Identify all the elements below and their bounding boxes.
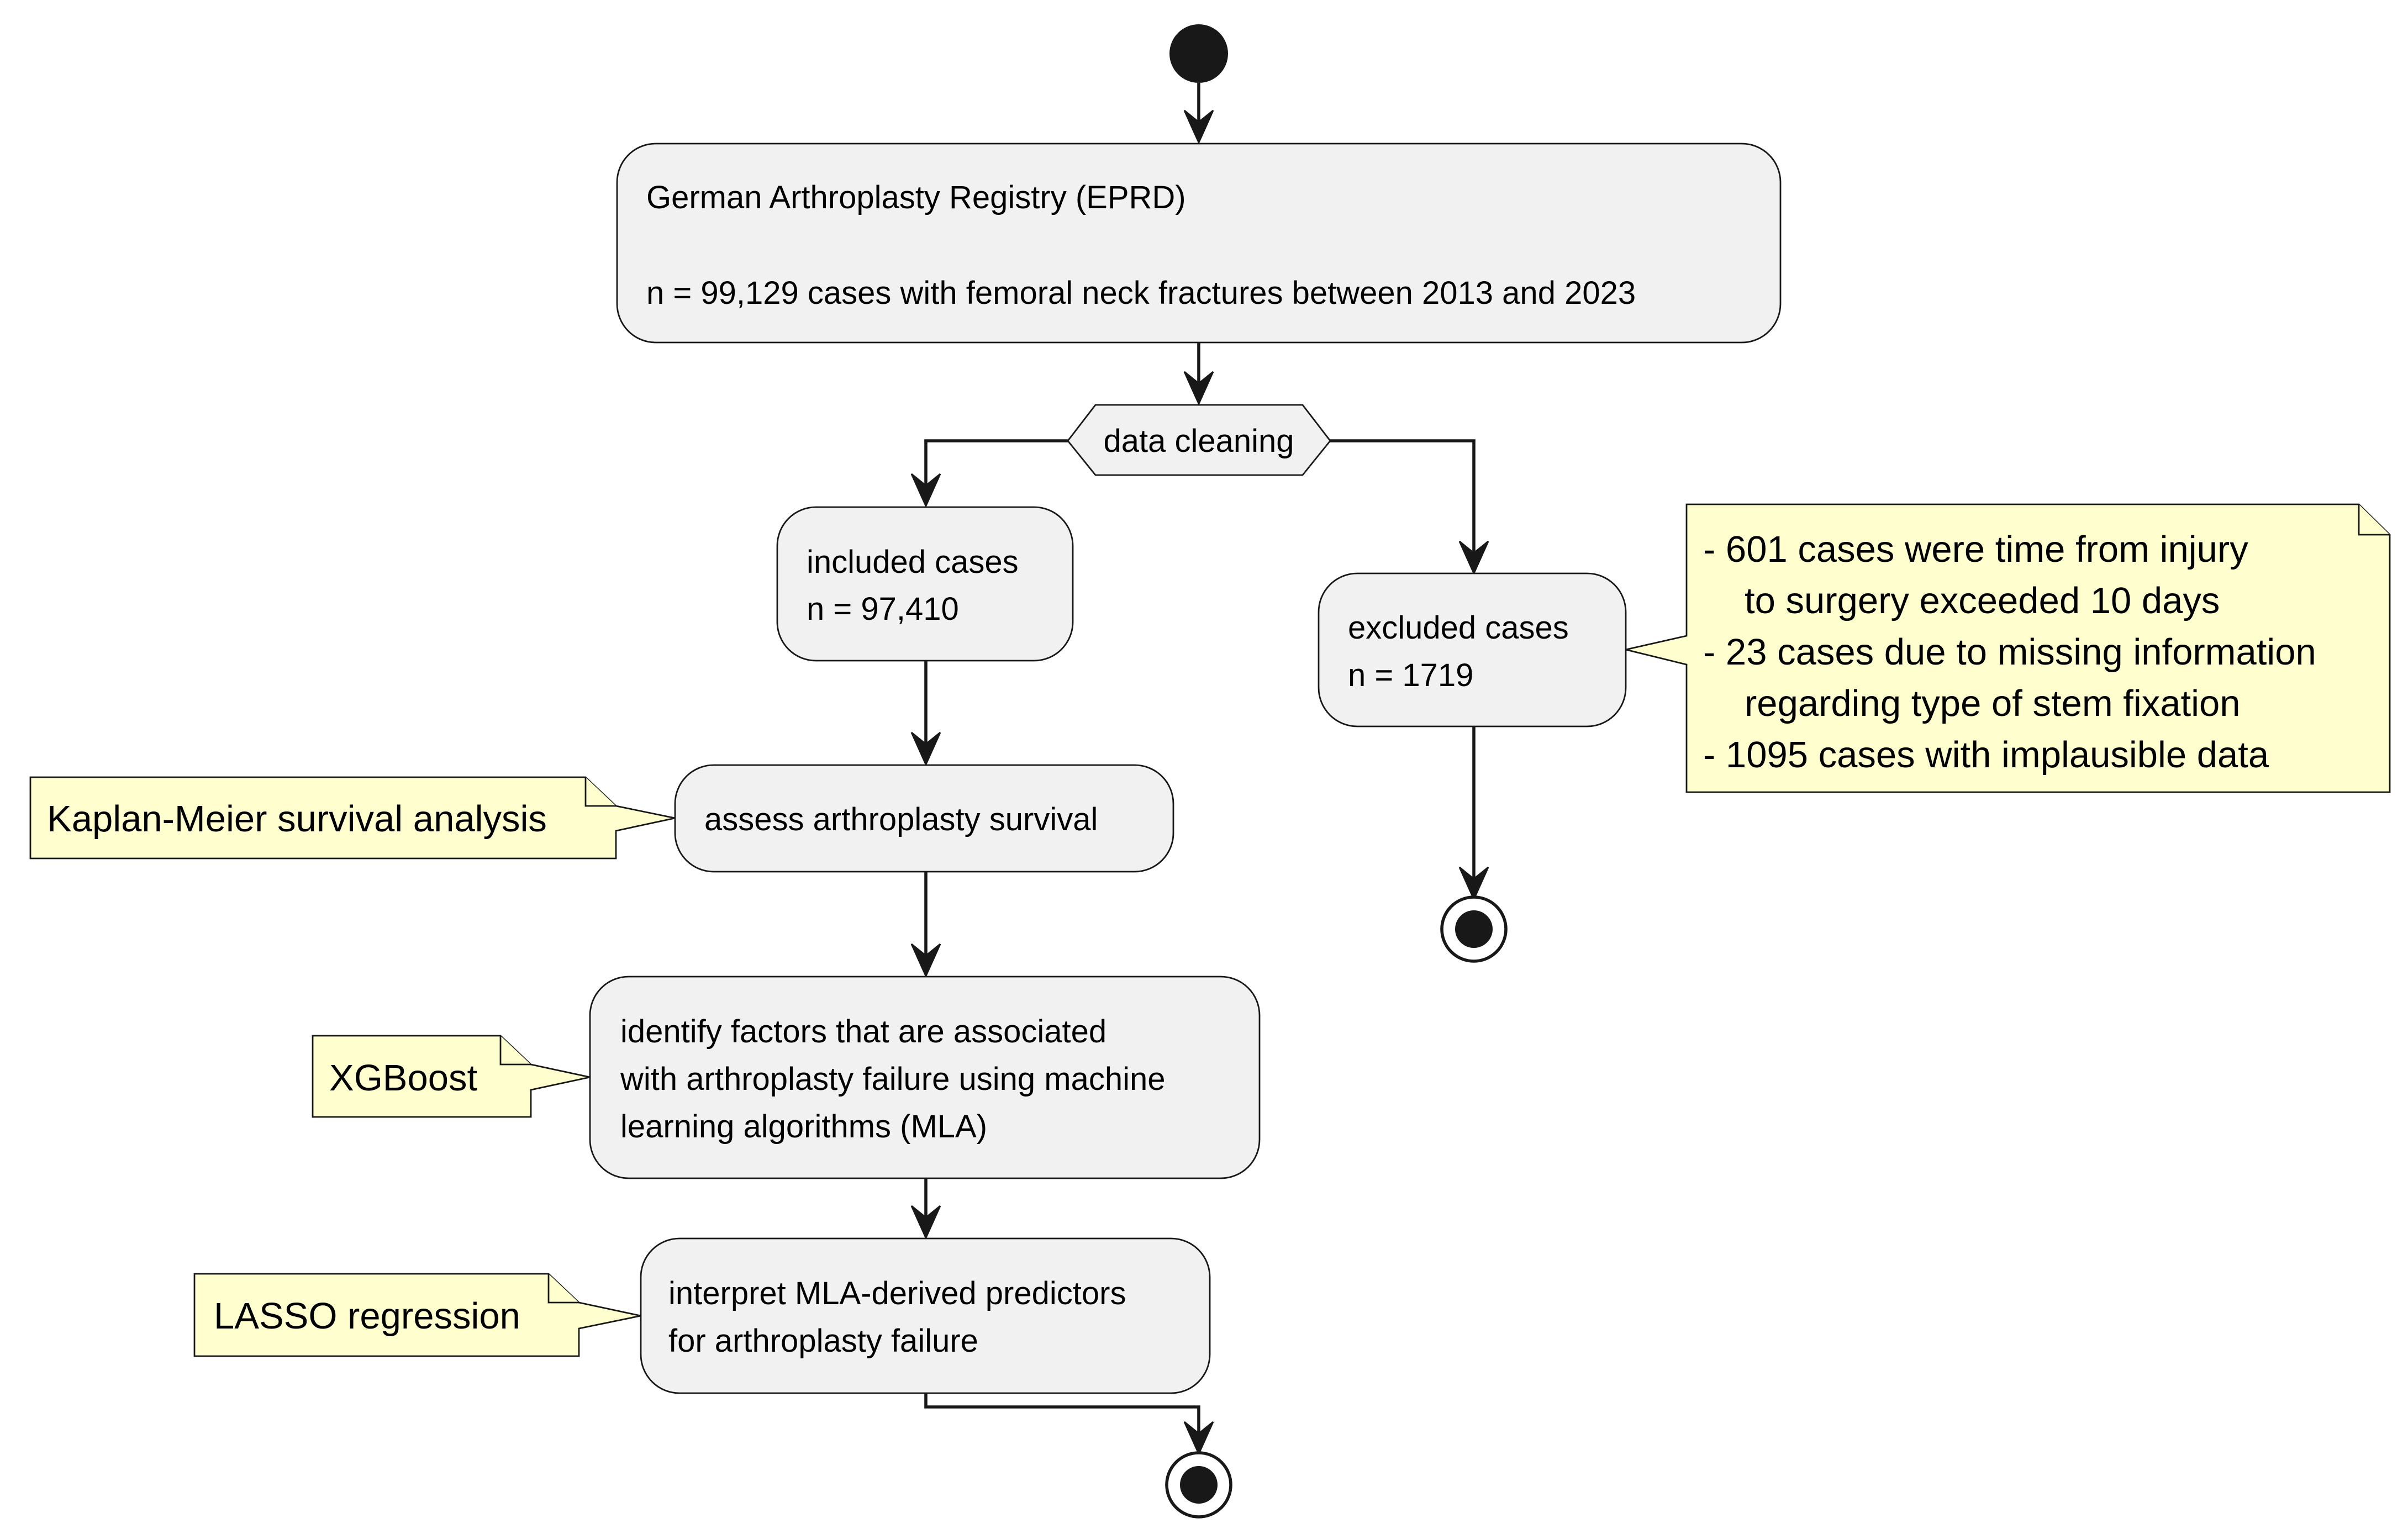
start-node xyxy=(1169,24,1228,83)
interpret-predictors-line-1: interpret MLA-derived predictors xyxy=(668,1275,1126,1311)
arrowhead-identify xyxy=(910,943,941,978)
exclusion-reason-2: - 23 cases due to missing information xyxy=(1703,631,2316,673)
xgboost-note: XGBoost xyxy=(312,1035,591,1118)
included-cases-count: n = 97,410 xyxy=(807,591,959,627)
assess-survival-label: assess arthroplasty survival xyxy=(704,802,1098,837)
excluded-cases-count: n = 1719 xyxy=(1348,657,1473,693)
lasso-note: LASSO regression xyxy=(193,1273,641,1357)
registry-node: German Arthroplasty Registry (EPRD) n = … xyxy=(616,143,1782,344)
exclusion-reason-3: - 1095 cases with implausible data xyxy=(1703,734,2269,776)
arrowhead-registry xyxy=(1183,109,1214,145)
excluded-cases-node: excluded cases n = 1719 xyxy=(1318,572,1627,728)
arrowhead-assess xyxy=(910,731,941,767)
interpret-predictors-line-2: for arthroplasty failure xyxy=(668,1323,978,1359)
exclusion-reason-1: - 601 cases were time from injury xyxy=(1703,529,2248,570)
excluded-cases-label: excluded cases xyxy=(1348,610,1569,646)
identify-factors-line-1: identify factors that are associated xyxy=(620,1014,1106,1050)
identify-factors-node: identify factors that are associated wit… xyxy=(589,976,1261,1179)
kaplan-meier-label: Kaplan-Meier survival analysis xyxy=(47,798,547,840)
exclusion-reason-2-cont: regarding type of stem fixation xyxy=(1745,683,2241,724)
included-cases-label: included cases xyxy=(807,544,1019,580)
edge-cleaning-to-excluded xyxy=(1330,439,1476,561)
arrowhead-final-end xyxy=(1183,1421,1214,1456)
arrowhead-excluded xyxy=(1458,540,1489,576)
registry-title: German Arthroplasty Registry (EPRD) xyxy=(646,180,1186,215)
end-node-excluded xyxy=(1440,895,1508,963)
arrowhead-excluded-end xyxy=(1458,866,1489,902)
edge-interpret-to-end xyxy=(924,1393,1200,1441)
exclusion-reasons-note: - 601 cases were time from injury to sur… xyxy=(1625,503,2391,793)
identify-factors-line-3: learning algorithms (MLA) xyxy=(620,1109,987,1145)
end-node-final xyxy=(1165,1451,1232,1519)
xgboost-label: XGBoost xyxy=(329,1057,478,1099)
assess-survival-node: assess arthroplasty survival xyxy=(674,764,1174,873)
arrowhead-cleaning xyxy=(1183,371,1214,406)
data-cleaning-label: data cleaning xyxy=(1103,423,1294,459)
data-cleaning-decision: data cleaning xyxy=(1067,404,1331,476)
identify-factors-line-2: with arthroplasty failure using machine xyxy=(620,1061,1165,1097)
exclusion-reason-1-cont: to surgery exceeded 10 days xyxy=(1745,580,2220,621)
included-cases-node: included cases n = 97,410 xyxy=(776,506,1074,662)
connectors xyxy=(910,83,1489,1456)
arrowhead-interpret xyxy=(910,1205,941,1240)
kaplan-meier-note: Kaplan-Meier survival analysis xyxy=(29,776,676,860)
lasso-label: LASSO regression xyxy=(214,1295,520,1337)
registry-detail: n = 99,129 cases with femoral neck fract… xyxy=(646,275,1636,311)
edge-cleaning-to-included xyxy=(924,439,1068,493)
interpret-predictors-node: interpret MLA-derived predictors for art… xyxy=(640,1237,1211,1394)
arrowhead-included xyxy=(910,473,941,508)
